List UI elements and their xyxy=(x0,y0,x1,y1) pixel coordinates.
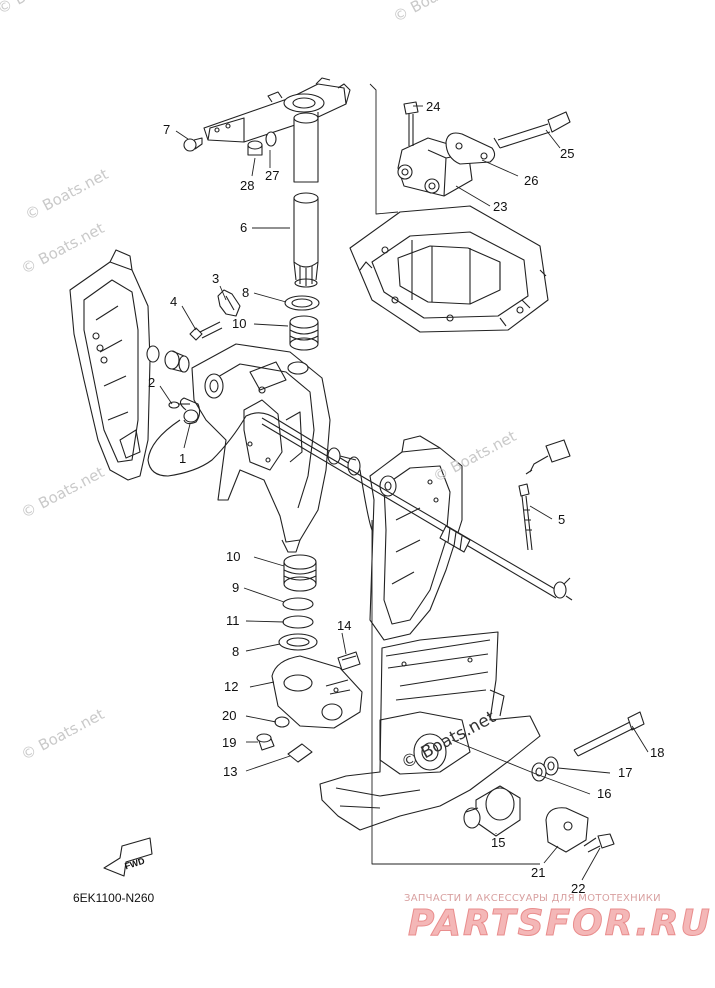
bushing-10-lower xyxy=(283,554,317,592)
callout-6: 6 xyxy=(240,220,247,235)
nut-19 xyxy=(256,733,275,751)
reference-line xyxy=(369,83,540,865)
bushing-10-upper xyxy=(289,315,319,351)
callout-26: 26 xyxy=(524,173,538,188)
fwd-arrow xyxy=(103,837,153,877)
cable-tie-5 xyxy=(518,483,533,551)
plate-26 xyxy=(445,132,496,165)
washer-8-upper xyxy=(284,295,320,311)
callout-20: 20 xyxy=(222,708,236,723)
lower-mount-bracket-12 xyxy=(271,655,363,729)
callout-1: 1 xyxy=(179,451,186,466)
bolt-22 xyxy=(583,833,615,853)
screw-4 xyxy=(189,321,223,341)
upper-casing xyxy=(349,205,549,333)
callout-12: 12 xyxy=(224,679,238,694)
callout-13: 13 xyxy=(223,764,237,779)
callout-7: 7 xyxy=(163,122,170,137)
bolt-18 xyxy=(573,711,645,757)
callouts: 1 2 3 4 5 6 7 8 8 9 10 10 11 12 13 14 15… xyxy=(148,99,664,896)
collar-left xyxy=(164,350,190,373)
callout-18: 18 xyxy=(650,745,664,760)
callout-14: 14 xyxy=(337,618,351,633)
washer-left xyxy=(146,345,160,363)
bolt-25 xyxy=(493,111,571,149)
callout-23: 23 xyxy=(493,199,507,214)
nut-28 xyxy=(247,140,263,156)
connector xyxy=(525,439,571,475)
grease-nipple-7 xyxy=(183,137,203,152)
lower-casing xyxy=(319,631,541,831)
callout-9: 9 xyxy=(232,580,239,595)
callout-19: 19 xyxy=(222,735,236,750)
callout-27: 27 xyxy=(265,168,279,183)
grounding-lead-14 xyxy=(337,651,361,671)
washer-11 xyxy=(282,615,314,629)
o-ring-9 xyxy=(282,597,314,611)
cover-21 xyxy=(545,807,589,853)
swivel-bracket xyxy=(191,343,331,553)
callout-25: 25 xyxy=(560,146,574,161)
callout-28: 28 xyxy=(240,178,254,193)
steering-shaft xyxy=(293,112,319,288)
callout-24: 24 xyxy=(426,99,440,114)
bolt-24 xyxy=(403,101,419,146)
callout-8-lower: 8 xyxy=(232,644,239,659)
steering-arm xyxy=(203,77,351,143)
callout-5: 5 xyxy=(558,512,565,527)
brand-logo: PARTSFOR.RU xyxy=(408,903,712,945)
drawing-code: 6EK1100-N260 xyxy=(73,891,155,905)
clamp-3 xyxy=(217,289,241,317)
brand-caption: ЗАПЧАСТИ И АКСЕССУАРЫ ДЛЯ МОТОТЕХНИКИ xyxy=(404,893,661,904)
callout-17: 17 xyxy=(618,765,632,780)
washer-20 xyxy=(274,716,290,728)
collar-middle xyxy=(327,447,361,476)
callout-2: 2 xyxy=(148,375,155,390)
callout-11: 11 xyxy=(226,613,240,628)
screw-2 xyxy=(168,401,190,409)
leader-lines xyxy=(159,105,649,881)
callout-10-lower: 10 xyxy=(226,549,240,564)
washer-8-lower xyxy=(278,633,318,651)
washer-16 xyxy=(531,762,547,782)
callout-21: 21 xyxy=(531,865,545,880)
clamp-bracket-left xyxy=(69,249,151,481)
callout-3: 3 xyxy=(212,271,219,286)
callout-22: 22 xyxy=(571,881,585,896)
callout-10-upper: 10 xyxy=(232,316,246,331)
callout-16: 16 xyxy=(597,786,611,801)
washer-27 xyxy=(265,131,277,147)
tilt-tube xyxy=(261,417,573,601)
plate-13 xyxy=(287,743,313,763)
callout-15: 15 xyxy=(491,835,505,850)
callout-4: 4 xyxy=(170,294,177,309)
callout-8-upper: 8 xyxy=(242,285,249,300)
rubber-mount-15 xyxy=(463,785,521,837)
